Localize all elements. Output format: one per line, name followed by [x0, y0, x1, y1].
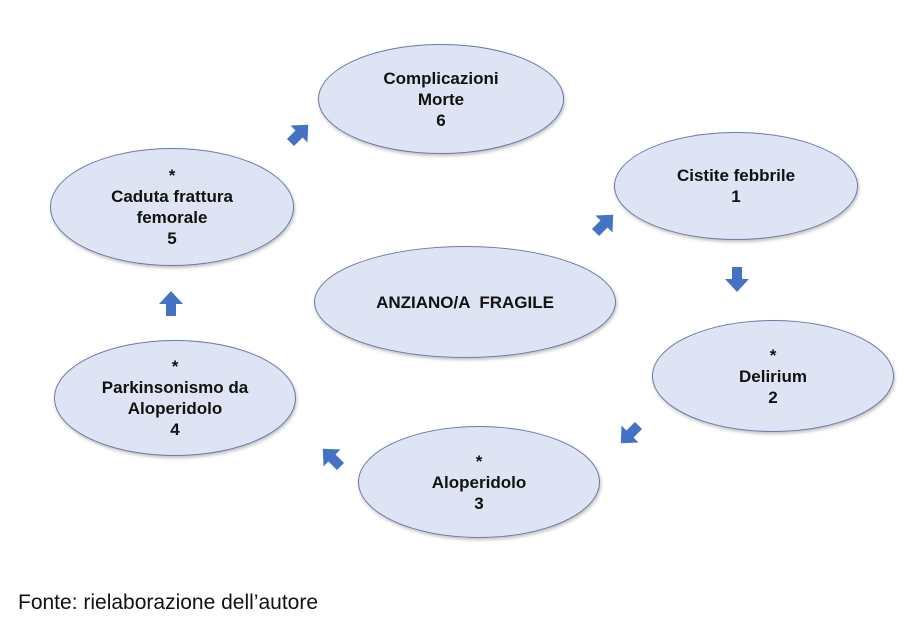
node-parkinsonismo-marker: *	[171, 357, 179, 376]
node-complicazioni: Complicazioni Morte 6	[318, 44, 564, 154]
node-aloperidolo-marker: *	[475, 451, 483, 471]
node-caduta-line-3: 5	[167, 229, 177, 248]
node-complicazioni-line-3: 6	[436, 110, 446, 130]
arrow-down-left-icon	[620, 421, 643, 444]
arrow-caduta-to-complicazioni	[279, 114, 319, 154]
arrow-down-icon	[725, 267, 749, 292]
arrow-delirium-to-aloperidolo	[610, 414, 650, 454]
node-parkinsonismo: * Parkinsonismo da Aloperidolo 4	[54, 340, 296, 456]
node-delirium-marker: *	[769, 345, 777, 365]
node-parkinsonismo-line-2: Aloperidolo	[127, 399, 223, 418]
node-caduta-line-2: femorale	[136, 208, 208, 227]
source-caption: Fonte: rielaborazione dell’autore	[18, 591, 319, 614]
node-complicazioni-line-1: Complicazioni	[383, 68, 499, 88]
node-aloperidolo: * Aloperidolo 3	[358, 426, 600, 538]
arrow-center-to-cistite	[584, 204, 624, 244]
arrow-up-right-icon	[286, 124, 309, 147]
node-complicazioni-line-2: Morte	[417, 89, 465, 109]
node-caduta: * Caduta frattura femorale 5	[50, 148, 294, 266]
arrow-up-left-icon	[322, 448, 345, 471]
node-aloperidolo-line-2: 3	[474, 493, 484, 513]
node-caduta-line-1: Caduta frattura	[111, 187, 233, 206]
arrow-aloperidolo-to-parkinsonismo	[312, 438, 352, 478]
node-delirium: * Delirium 2	[652, 320, 894, 432]
node-caduta-marker: *	[168, 166, 176, 185]
arrow-up-right-icon	[591, 214, 614, 237]
node-aloperidolo-line-1: Aloperidolo	[431, 472, 527, 492]
node-parkinsonismo-line-1: Parkinsonismo da	[101, 378, 249, 397]
node-parkinsonismo-line-3: 4	[170, 420, 180, 439]
center-node: ANZIANO/A FRAGILE	[314, 246, 616, 358]
arrow-parkinsonismo-to-caduta	[157, 290, 185, 318]
node-cistite-line-1: Cistite febbrile	[676, 166, 796, 185]
node-delirium-line-1: Delirium	[738, 366, 808, 386]
arrow-up-icon	[159, 291, 183, 316]
center-node-label: ANZIANO/A FRAGILE	[376, 292, 554, 312]
node-cistite: Cistite febbrile 1	[614, 132, 858, 240]
node-delirium-line-2: 2	[768, 387, 778, 407]
node-cistite-line-2: 1	[731, 187, 741, 206]
arrow-cistite-to-delirium	[723, 265, 751, 293]
